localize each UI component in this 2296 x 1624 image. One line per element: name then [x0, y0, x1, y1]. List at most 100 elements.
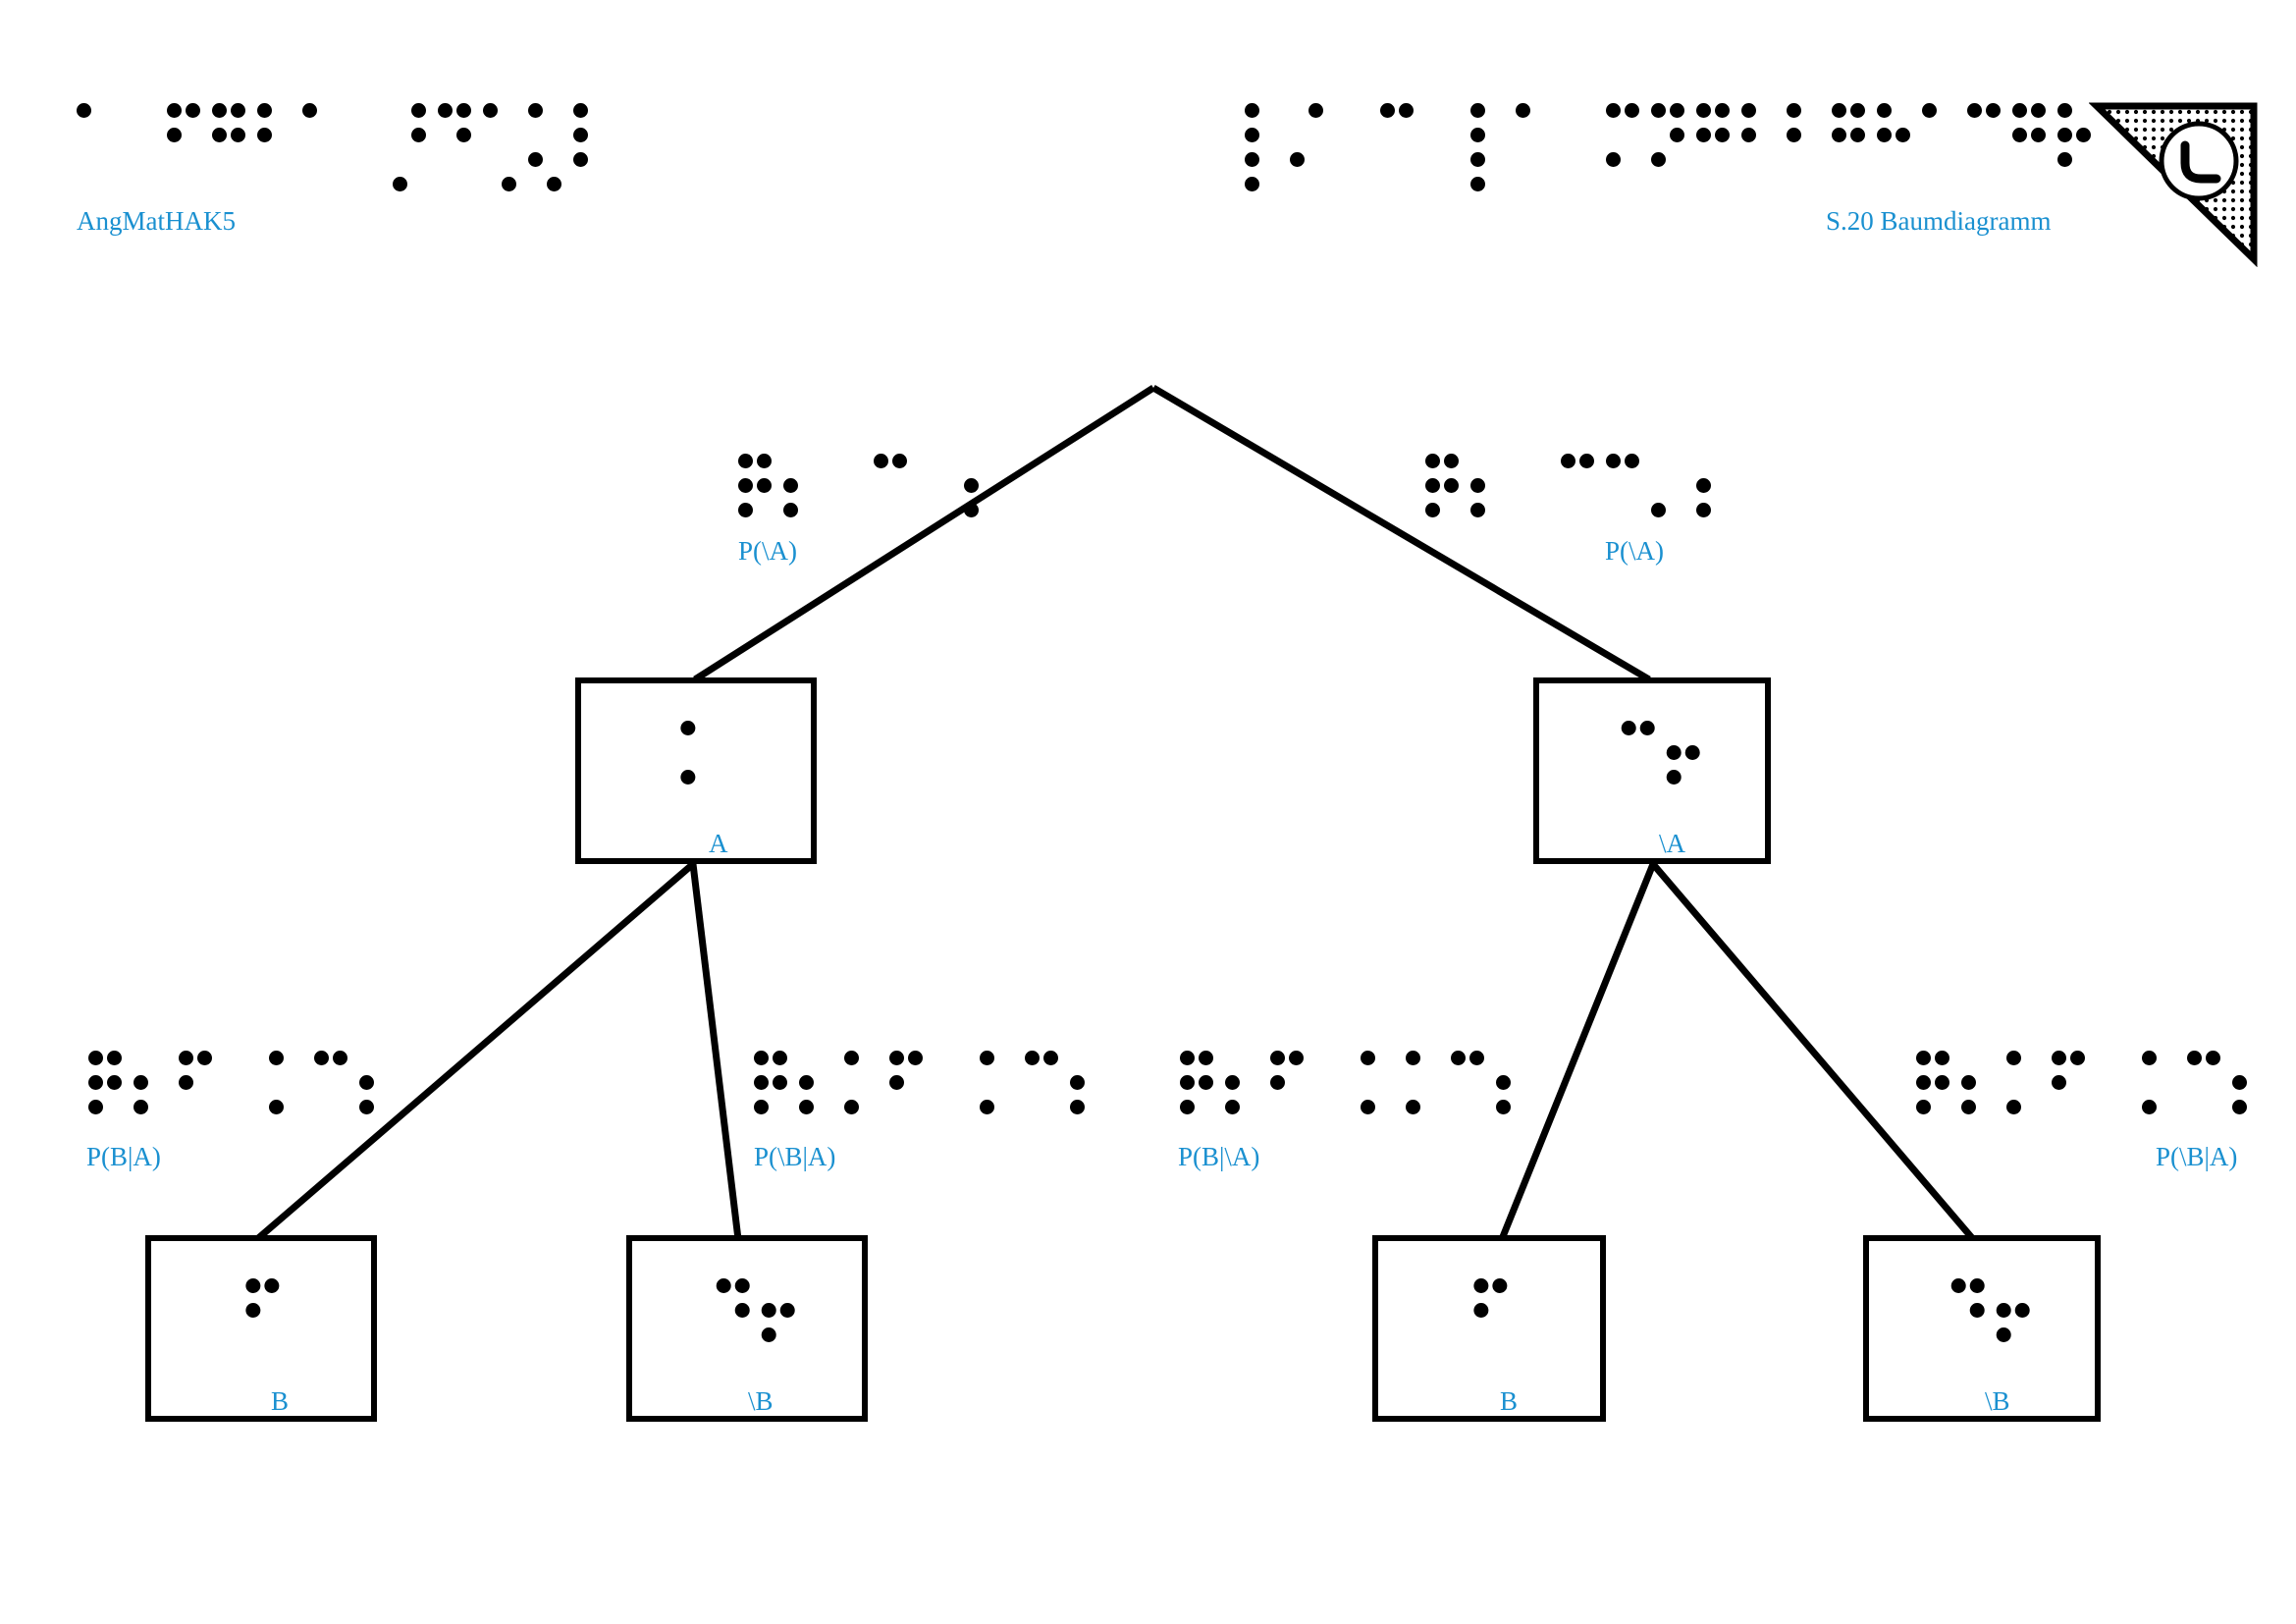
braille-cell [133, 1051, 167, 1161]
braille-dot [1245, 152, 1259, 167]
node-box-B-left[interactable]: B [145, 1235, 377, 1422]
braille-cell [1696, 103, 1730, 213]
braille-cell [438, 103, 471, 213]
braille-dot [438, 103, 453, 118]
braille-cell [738, 454, 772, 564]
braille-cell [2232, 1051, 2266, 1161]
edge-label-notB-given-A-right: P(\B|A) [2156, 1142, 2238, 1171]
braille-dot [1225, 1075, 1240, 1090]
braille-cell [122, 103, 155, 213]
edge-label-braille-B-given-A [88, 1051, 404, 1161]
braille-cell [212, 103, 245, 213]
braille-dot [2057, 128, 2072, 142]
braille-cell [347, 103, 381, 213]
braille-cell [1877, 103, 1910, 213]
braille-dot [908, 1051, 923, 1065]
braille-dot [1832, 103, 1846, 118]
node-box-B-right[interactable]: B [1372, 1235, 1606, 1422]
braille-cell [680, 721, 714, 831]
braille-dot [1270, 1051, 1285, 1065]
braille-cell [716, 1278, 750, 1388]
braille-cell [257, 103, 291, 213]
braille-dot [2057, 103, 2072, 118]
braille-dot [2142, 1051, 2157, 1065]
braille-dot [133, 1100, 148, 1114]
braille-cell [1470, 103, 1504, 213]
braille-dot [734, 1278, 750, 1293]
braille-dot [754, 1100, 769, 1114]
node-box-A[interactable]: A [575, 677, 817, 864]
braille-cell [1406, 1051, 1439, 1161]
braille-dot [1199, 1075, 1213, 1090]
braille-dot [1696, 503, 1711, 517]
braille-dot [964, 478, 979, 493]
edge-label-braille-B-given-notA [1180, 1051, 1541, 1161]
braille-dot [1425, 454, 1440, 468]
node-box-notB-right[interactable]: \B [1863, 1235, 2101, 1422]
braille-dot [2031, 103, 2046, 118]
braille-cell [1516, 454, 1549, 564]
braille-dot [107, 1075, 122, 1090]
braille-dot [1225, 1100, 1240, 1114]
braille-dot [179, 1075, 193, 1090]
braille-cell [1787, 103, 1820, 213]
braille-dot [1270, 1075, 1285, 1090]
braille-dot [1470, 177, 1485, 191]
node-braille-A [680, 721, 725, 831]
braille-cell [2006, 1051, 2040, 1161]
braille-dot [1606, 152, 1621, 167]
braille-dot [1935, 1051, 1949, 1065]
braille-dot [1625, 454, 1639, 468]
braille-dot [738, 454, 753, 468]
node-braille-B-right [1473, 1278, 1519, 1388]
braille-cell [1270, 1051, 1304, 1161]
braille-cell [874, 454, 907, 564]
braille-dot [738, 478, 753, 493]
braille-dot [456, 128, 471, 142]
braille-dot [2012, 103, 2027, 118]
braille-dot [754, 1051, 769, 1065]
braille-dot [107, 1051, 122, 1065]
braille-dot [1025, 1051, 1040, 1065]
braille-dot [783, 503, 798, 517]
braille-dot [88, 1051, 103, 1065]
braille-dot [1996, 1303, 2011, 1318]
braille-cell [1696, 454, 1730, 564]
braille-dot [1969, 1303, 1985, 1318]
node-braille-notA [1621, 721, 1712, 831]
braille-dot [1469, 1051, 1484, 1065]
node-box-notA[interactable]: \A [1533, 677, 1771, 864]
braille-cell [1651, 454, 1684, 564]
braille-dot [1916, 1051, 1931, 1065]
braille-dot [212, 103, 227, 118]
braille-dot [757, 454, 772, 468]
braille-dot [1561, 454, 1575, 468]
braille-cell [1967, 103, 2001, 213]
braille-cell [1451, 1051, 1484, 1161]
braille-dot [1969, 1278, 1985, 1293]
braille-cell [302, 103, 336, 213]
braille-cell [828, 454, 862, 564]
braille-cell [1290, 103, 1323, 213]
braille-cell [1245, 103, 1278, 213]
braille-cell [167, 103, 200, 213]
braille-dot [456, 103, 471, 118]
braille-dot [186, 103, 200, 118]
braille-dot [2206, 1051, 2220, 1065]
braille-dot [1715, 128, 1730, 142]
edge-label-B-given-A: P(B|A) [86, 1142, 161, 1171]
braille-dot [754, 1075, 769, 1090]
braille-dot [88, 1075, 103, 1090]
node-braille-notB-right [1950, 1278, 2042, 1388]
braille-cell [1561, 454, 1594, 564]
braille-dot [1696, 478, 1711, 493]
braille-cell [393, 103, 426, 213]
braille-dot [2006, 1051, 2021, 1065]
braille-dot [2070, 1051, 2085, 1065]
braille-dot [2052, 1051, 2066, 1065]
node-label-A: A [709, 829, 728, 858]
braille-dot [680, 721, 696, 735]
braille-cell [2097, 1051, 2130, 1161]
node-box-notB-left[interactable]: \B [626, 1235, 868, 1422]
